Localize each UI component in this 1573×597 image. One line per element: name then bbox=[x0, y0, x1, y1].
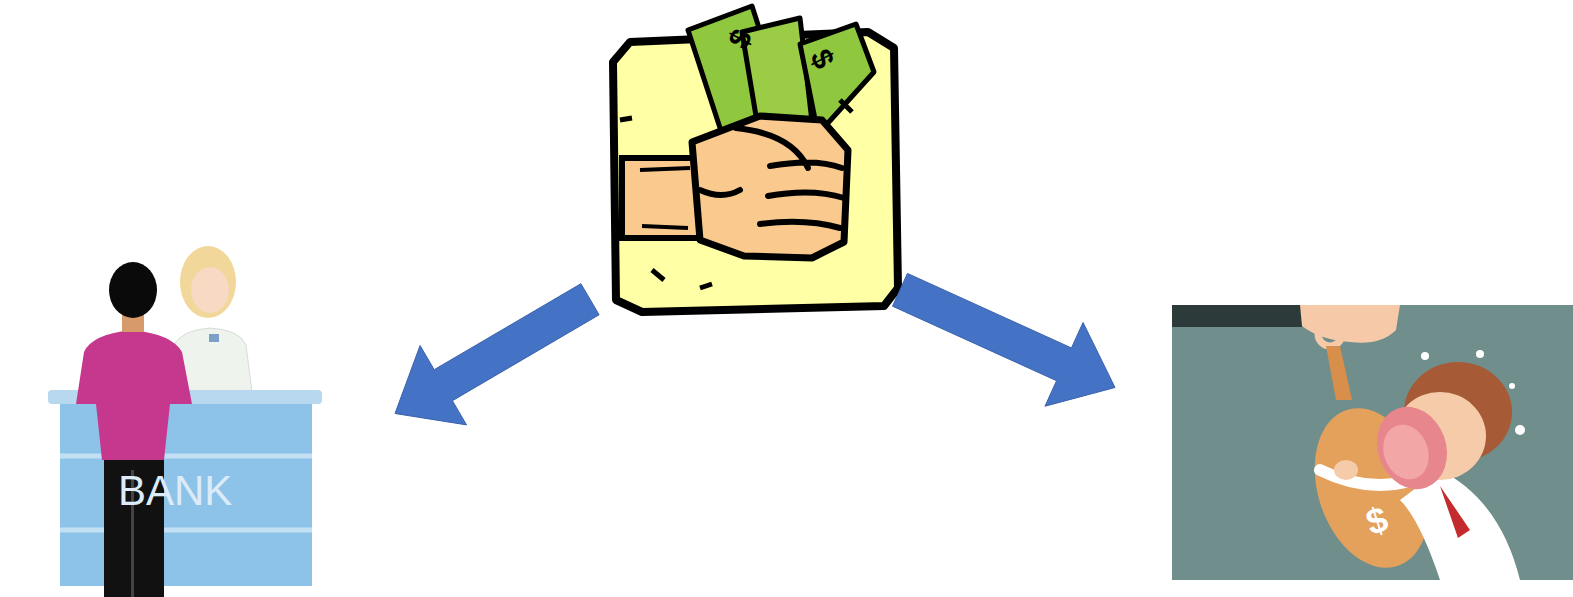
illustration-text: BANK bbox=[118, 470, 232, 512]
drowning-panel: $ bbox=[1115, 305, 1573, 580]
teller-face bbox=[191, 267, 229, 313]
desk-stripe bbox=[60, 456, 312, 530]
man-mouth bbox=[1366, 397, 1459, 499]
man-tie bbox=[1440, 486, 1470, 538]
arm bbox=[622, 158, 702, 238]
bubble bbox=[1421, 352, 1429, 360]
customer-shirt bbox=[76, 330, 192, 460]
bank-counter-scene bbox=[48, 246, 322, 597]
surface-strip bbox=[1172, 305, 1302, 327]
block-arrow bbox=[893, 273, 1115, 406]
drowning-man-scene bbox=[1172, 305, 1573, 583]
illustration-text: $ bbox=[723, 25, 757, 54]
money-fist-panel: $$ bbox=[590, 0, 900, 315]
hand-ring bbox=[1318, 322, 1342, 346]
sketch-mark bbox=[620, 100, 852, 288]
arm-line bbox=[640, 168, 690, 228]
teller-badge bbox=[209, 334, 219, 342]
bubble bbox=[1509, 383, 1515, 389]
desk-body bbox=[60, 404, 312, 586]
bag-neck bbox=[1326, 346, 1352, 400]
fist-with-money bbox=[613, 6, 898, 312]
bubble bbox=[1476, 350, 1484, 358]
finger-line bbox=[700, 128, 844, 228]
teller-hair bbox=[180, 246, 236, 318]
fist bbox=[692, 116, 848, 258]
customer-hair bbox=[109, 262, 157, 318]
man-hand bbox=[1334, 460, 1358, 480]
man-tongue bbox=[1376, 418, 1436, 486]
illustration-text: $ bbox=[1362, 501, 1392, 541]
block-arrow bbox=[395, 284, 599, 425]
bubble bbox=[1515, 425, 1525, 435]
banknote bbox=[742, 18, 812, 128]
bank-panel: BANK bbox=[0, 230, 395, 597]
illustration-text: $ bbox=[805, 45, 839, 74]
